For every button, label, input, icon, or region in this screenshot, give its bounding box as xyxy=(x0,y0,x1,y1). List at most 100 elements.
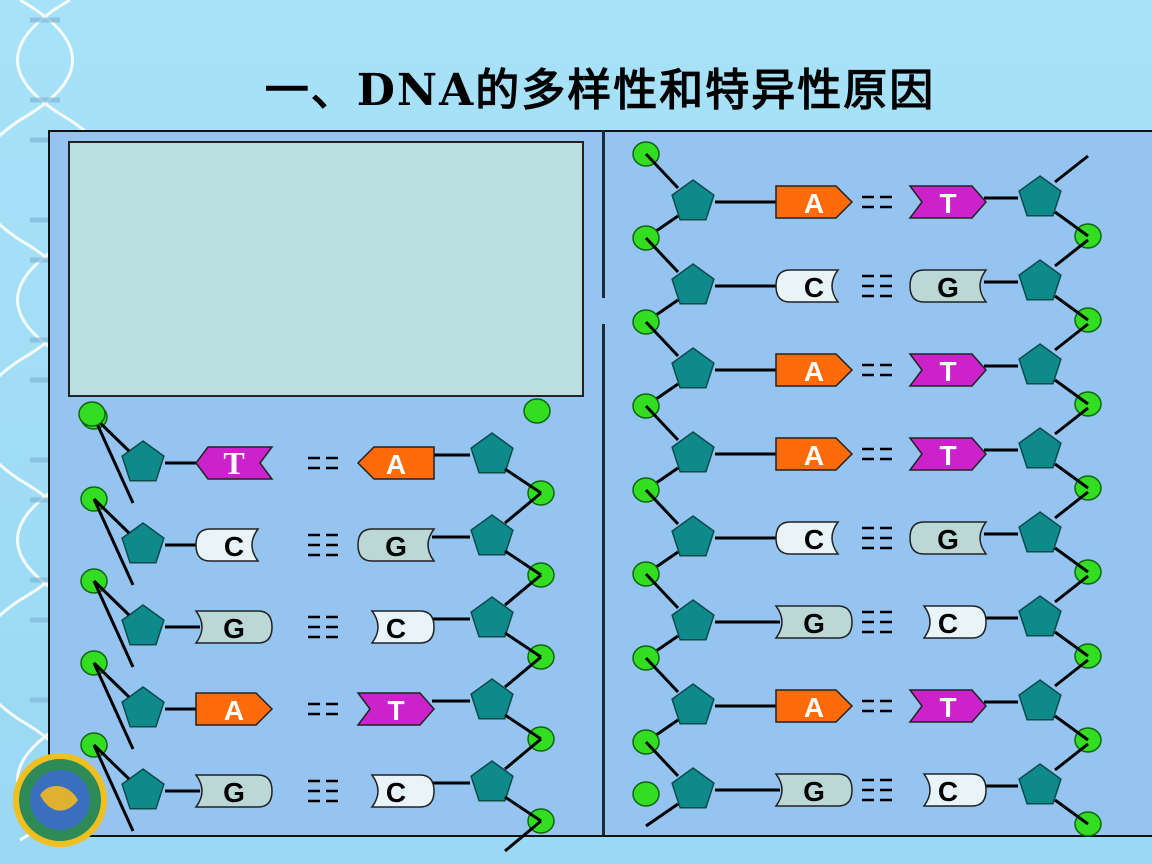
backbone-bond xyxy=(1054,742,1089,772)
base-t-shape xyxy=(356,692,435,726)
backbone-bond xyxy=(92,497,131,535)
base-label: A xyxy=(224,695,244,726)
sugar-pentagon xyxy=(470,432,514,474)
phosphate-ball xyxy=(632,781,660,807)
base-c-shape xyxy=(775,521,840,555)
backbone-bond xyxy=(504,491,542,525)
base-label: C xyxy=(224,531,244,562)
sugar-pentagon xyxy=(470,514,514,556)
sugar-pentagon xyxy=(671,263,715,305)
backbone-bond xyxy=(644,320,680,358)
sugar-pentagon xyxy=(470,760,514,802)
base-label: A xyxy=(804,356,824,387)
base-label: G xyxy=(937,524,959,555)
sugar-pentagon xyxy=(671,347,715,389)
sugar-pentagon xyxy=(1018,763,1062,805)
base-label: G xyxy=(803,776,825,807)
sugar-pentagon xyxy=(121,768,165,810)
base-label: C xyxy=(386,777,406,808)
backbone-bond xyxy=(1054,630,1089,658)
sugar-pentagon xyxy=(1018,679,1062,721)
base-label: T xyxy=(939,692,956,723)
phosphate-ball xyxy=(523,398,551,424)
backbone-bond xyxy=(1054,406,1089,436)
backbone-bond xyxy=(92,661,131,699)
base-t-shape xyxy=(908,353,987,387)
sugar-pentagon xyxy=(671,431,715,473)
panel-divider xyxy=(602,130,605,835)
backbone-bond xyxy=(644,572,680,610)
school-logo-icon xyxy=(13,753,107,847)
backbone-bond xyxy=(1054,210,1089,238)
base-label: A xyxy=(804,440,824,471)
base-label: T xyxy=(939,356,956,387)
base-label: G xyxy=(223,613,245,644)
backbone-bond xyxy=(504,795,542,823)
sugar-pentagon xyxy=(470,678,514,720)
backbone-bond xyxy=(1054,658,1089,688)
base-a-shape xyxy=(775,353,854,387)
base-c-shape xyxy=(370,610,435,644)
sugar-pentagon xyxy=(671,179,715,221)
sugar-pentagon xyxy=(1018,259,1062,301)
backbone-bond xyxy=(644,236,680,274)
sugar-pentagon xyxy=(121,604,165,646)
sugar-pentagon xyxy=(470,596,514,638)
backbone-bond xyxy=(92,579,131,617)
backbone-bond xyxy=(92,743,131,781)
backbone-bond xyxy=(644,404,680,442)
backbone-bond xyxy=(1054,574,1089,604)
backbone-bond xyxy=(1054,798,1089,826)
backbone-bond xyxy=(504,737,542,771)
sugar-pentagon xyxy=(1018,175,1062,217)
base-g-shape xyxy=(774,773,853,807)
backbone-bond xyxy=(645,802,679,828)
backbone-bond xyxy=(92,662,135,750)
backbone-bond xyxy=(504,573,542,607)
base-t-shape xyxy=(908,185,987,219)
base-label: T xyxy=(387,695,404,726)
base-label: G xyxy=(803,608,825,639)
backbone-bond xyxy=(92,580,135,668)
cover-box xyxy=(68,141,584,397)
sugar-pentagon xyxy=(1018,511,1062,553)
sugar-pentagon xyxy=(1018,595,1062,637)
sugar-pentagon xyxy=(671,683,715,725)
backbone-bond xyxy=(1054,546,1089,574)
base-c-shape xyxy=(775,269,840,303)
base-a-shape xyxy=(356,446,435,480)
base-label: G xyxy=(385,531,407,562)
slide-title: 一、DNA的多样性和特异性原因 xyxy=(264,65,936,116)
backbone-bond xyxy=(504,713,542,741)
base-label: G xyxy=(223,777,245,808)
sugar-pentagon xyxy=(671,599,715,641)
backbone-bond xyxy=(92,744,135,832)
base-label: C xyxy=(804,524,824,555)
base-label: A xyxy=(804,692,824,723)
sugar-pentagon xyxy=(121,686,165,728)
backbone-bond xyxy=(92,498,135,586)
base-g-shape xyxy=(194,610,273,644)
backbone-bond xyxy=(504,631,542,659)
base-label: G xyxy=(937,272,959,303)
base-a-shape xyxy=(195,692,274,726)
backbone-bond xyxy=(504,549,542,577)
sugar-pentagon xyxy=(671,515,715,557)
base-c-shape xyxy=(922,605,987,639)
base-label: A xyxy=(386,449,406,480)
sugar-pentagon xyxy=(671,767,715,809)
backbone-bond xyxy=(644,488,680,526)
sugar-pentagon xyxy=(1018,427,1062,469)
backbone-bond xyxy=(504,819,542,853)
sugar-pentagon xyxy=(121,440,165,482)
base-c-shape xyxy=(195,528,260,562)
base-g-shape xyxy=(774,605,853,639)
base-label: C xyxy=(804,272,824,303)
panel-divider-gap xyxy=(600,298,608,324)
base-label: C xyxy=(938,776,958,807)
backbone-bond xyxy=(644,656,680,694)
backbone-bond xyxy=(644,152,680,190)
backbone-bond xyxy=(1054,714,1089,742)
base-g-shape xyxy=(194,774,273,808)
